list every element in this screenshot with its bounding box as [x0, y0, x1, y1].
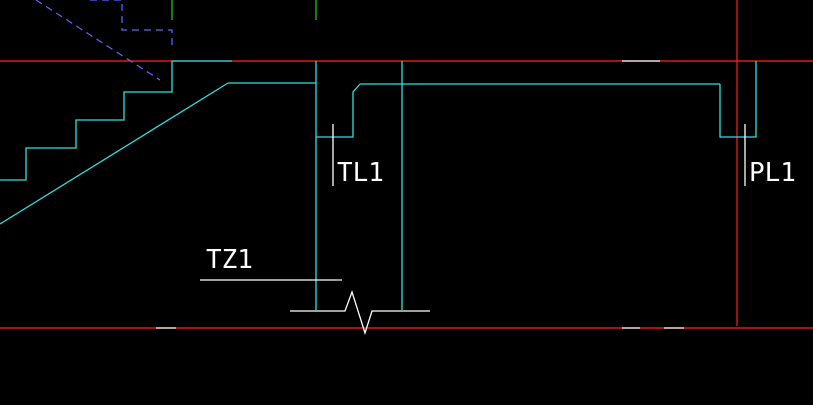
- label-tz1: TZ1: [206, 245, 253, 275]
- stair-steps: [0, 60, 190, 181]
- annotations: [200, 124, 746, 336]
- label-pl1: PL1: [749, 158, 796, 188]
- structure-lines: [0, 60, 757, 310]
- beam-tl1-profile: [316, 83, 361, 138]
- stair-slab-diagonal: [0, 82, 229, 225]
- hidden-lines: [35, 0, 173, 81]
- label-tl1: TL1: [337, 158, 384, 188]
- hidden-stair-outline: [90, 0, 173, 50]
- beam-pl1-profile: [719, 61, 757, 138]
- hidden-diagonal: [35, 0, 161, 81]
- misc-marks: [156, 0, 684, 329]
- break-line: [290, 289, 430, 336]
